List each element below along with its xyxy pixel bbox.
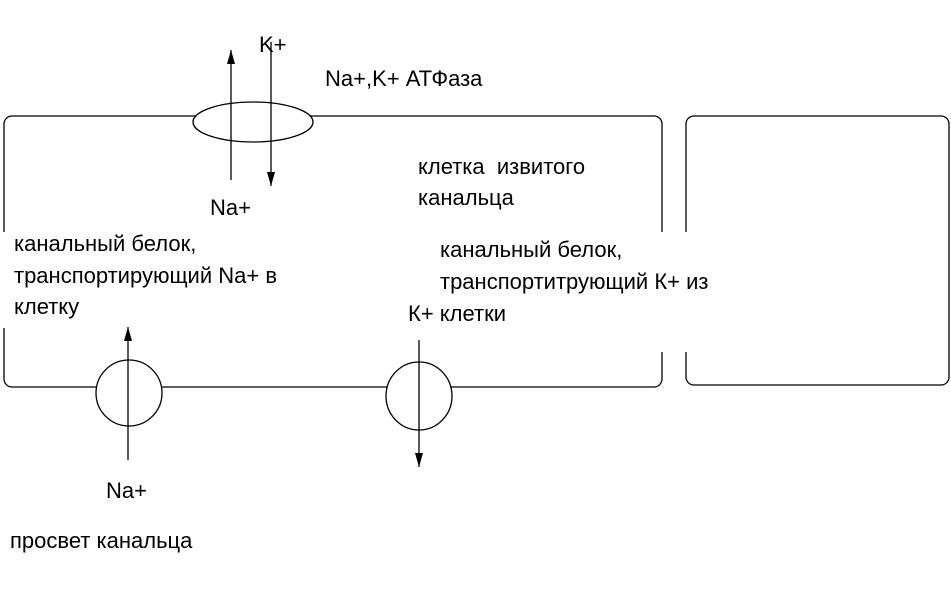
na-bottom-label: Na+ xyxy=(106,478,147,503)
cell-label-line1: клетка извитого xyxy=(418,154,585,179)
lumen-label: просвет канальца xyxy=(10,528,193,553)
na-channel-protein xyxy=(95,359,163,427)
k-channel-label-line1: канальный белок, xyxy=(440,237,622,262)
na-channel-label-line2: транспортирующий Na+ в xyxy=(14,263,277,288)
na-top-label: Na+ xyxy=(210,195,251,220)
na-channel-label-line1: канальный белок, xyxy=(14,231,196,256)
k-channel-label-line2: транспортитрующий К+ из xyxy=(440,269,708,294)
atpase-label: Na+,K+ АТФаза xyxy=(325,66,483,91)
cell-label-line2: канальца xyxy=(418,185,515,210)
k-top-label: K+ xyxy=(259,32,287,57)
k-channel-label-background xyxy=(436,232,742,352)
k-channel-label-line3: К+ клетки xyxy=(408,301,506,326)
na-channel-label-background xyxy=(0,232,305,328)
na-k-atpase-pump xyxy=(192,101,314,143)
na-channel-label-line3: клетку xyxy=(14,294,79,319)
